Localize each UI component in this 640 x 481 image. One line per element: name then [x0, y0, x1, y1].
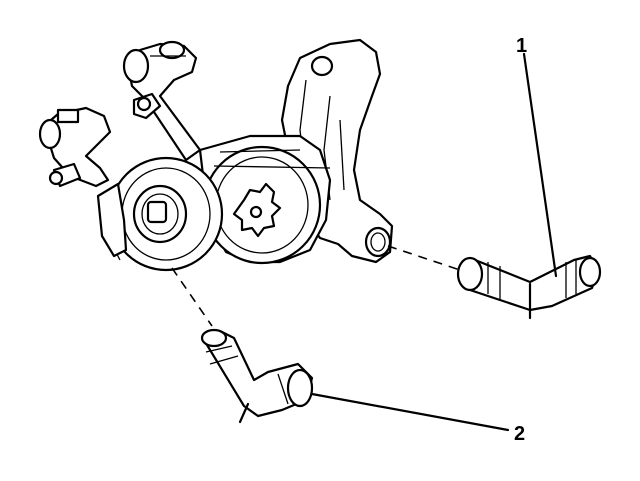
callout-2: 2: [514, 423, 526, 445]
lower-boss: [96, 182, 128, 258]
leader-lines: [310, 52, 558, 432]
hose-fitting-1: [456, 254, 602, 320]
callout-1: 1: [516, 35, 528, 57]
leader-line-1: [522, 52, 558, 278]
idler-pulley: [103, 156, 224, 272]
hose-fitting-2: [200, 328, 314, 424]
left-connector: [38, 92, 162, 188]
assembly-guides: [171, 245, 461, 327]
leader-line-2: [310, 392, 510, 432]
